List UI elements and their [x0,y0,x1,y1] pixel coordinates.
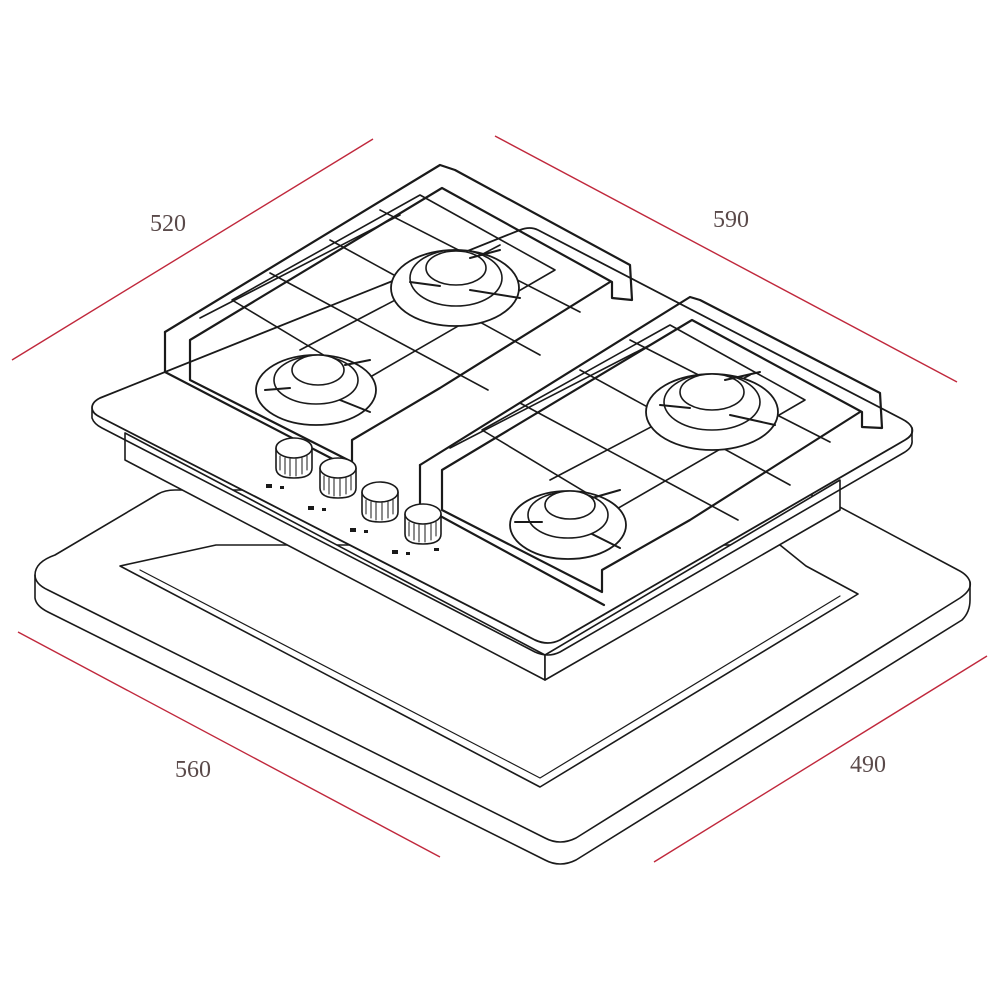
knob-top [361,481,399,503]
frame-inner-opening [119,544,859,788]
burner-support-arms [409,249,521,299]
indicator-mark-1 [266,484,272,488]
dimension-label-590: 590 [713,207,749,233]
burner-support-arms [659,371,776,426]
left-grate-front-leg [163,330,352,470]
control-knob-3 [361,481,399,523]
right-grate-bar-1 [519,402,739,521]
left-front-burner [255,354,377,426]
burner-support-arms [264,359,371,413]
knob-top [404,503,442,525]
left-grate-outer-frame [163,163,634,464]
right-front-burner [509,489,627,560]
burner-cap [291,354,345,386]
dimension-line-590 [494,135,958,383]
indicator-mark-2 [308,506,314,510]
burner-cap [679,373,745,411]
left-grate-inner-cell-outline [231,194,556,381]
indicator-dot-2 [322,508,326,511]
left-grate-bar-3 [199,214,401,319]
dimension-line-520 [11,138,374,361]
right-grate-bar-3 [449,344,651,449]
frame-outer-thickness [34,574,971,865]
control-knob-2 [319,457,357,499]
indicator-dot-1 [280,486,284,489]
knob-grip [279,455,308,477]
burner-support-arms [514,489,621,549]
dimension-line-560 [17,631,441,858]
hob-body [91,227,914,681]
right-rear-burner [645,371,779,451]
knob-top [319,457,357,479]
burner-cap [425,250,487,286]
dimension-lines [11,135,988,863]
frame-inner-edge [139,569,841,779]
dimension-label-490: 490 [850,752,886,778]
knob-grip [323,475,352,497]
hob-underside-right [544,479,841,681]
right-grate-inner-cell-outline [481,324,806,511]
hob-glass-edge [91,409,913,656]
knob-indicator-marks [266,484,439,555]
dimension-label-520: 520 [150,211,186,237]
left-rear-burner [390,249,521,327]
dimension-line-490 [653,655,988,863]
indicator-mark-4 [392,550,398,554]
knob-grip [408,521,437,543]
hob-glass-top [91,227,914,644]
indicator-mark-3 [350,528,356,532]
control-knob-1 [275,437,313,479]
knob-top [275,437,313,459]
indicator-dot-3 [364,530,368,533]
indicator-dot-4 [406,552,410,555]
ignition-mark [434,548,439,551]
knob-grip [365,499,394,521]
right-grate-outer-frame [418,295,884,594]
left-grate-bar-1 [269,272,489,391]
control-knob-4 [404,503,442,545]
control-knobs [275,437,442,545]
burner-cap [544,490,596,520]
dimension-label-560: 560 [175,757,211,783]
